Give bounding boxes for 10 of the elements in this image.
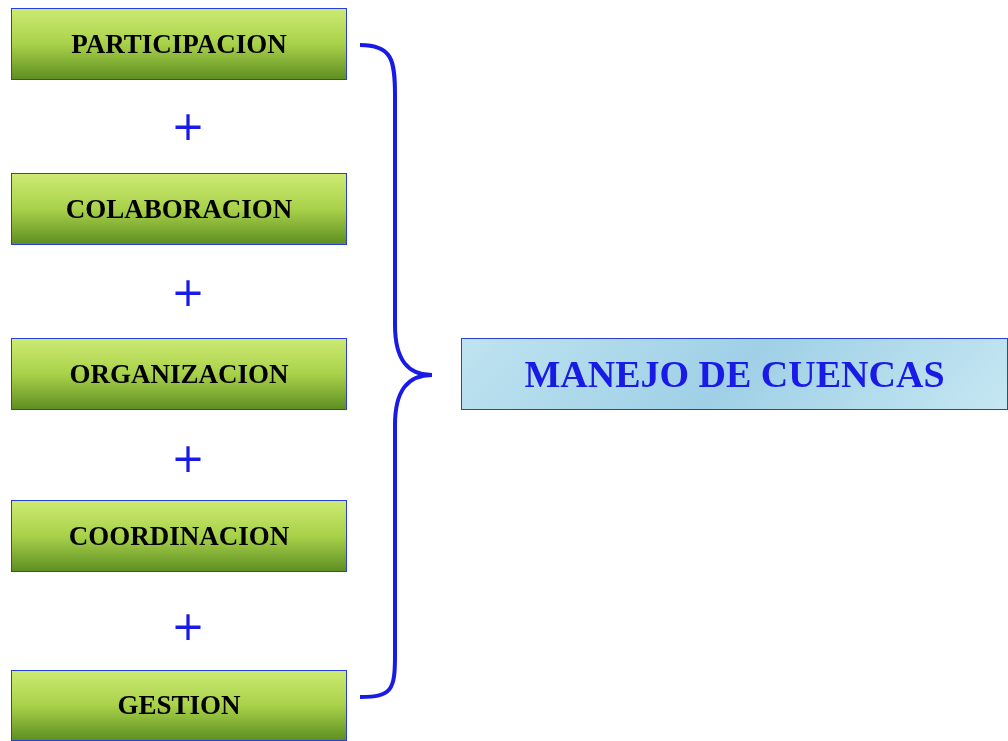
concept-box: COORDINACION <box>11 500 347 572</box>
concept-box: PARTICIPACION <box>11 8 347 80</box>
plus-sign: + <box>171 606 205 646</box>
concept-box: GESTION <box>11 670 347 741</box>
plus-sign: + <box>171 106 205 146</box>
concept-box: COLABORACION <box>11 173 347 245</box>
result-box: MANEJO DE CUENCAS <box>461 338 1008 410</box>
plus-sign: + <box>171 272 205 312</box>
plus-sign: + <box>171 438 205 478</box>
concept-box: ORGANIZACION <box>11 338 347 410</box>
